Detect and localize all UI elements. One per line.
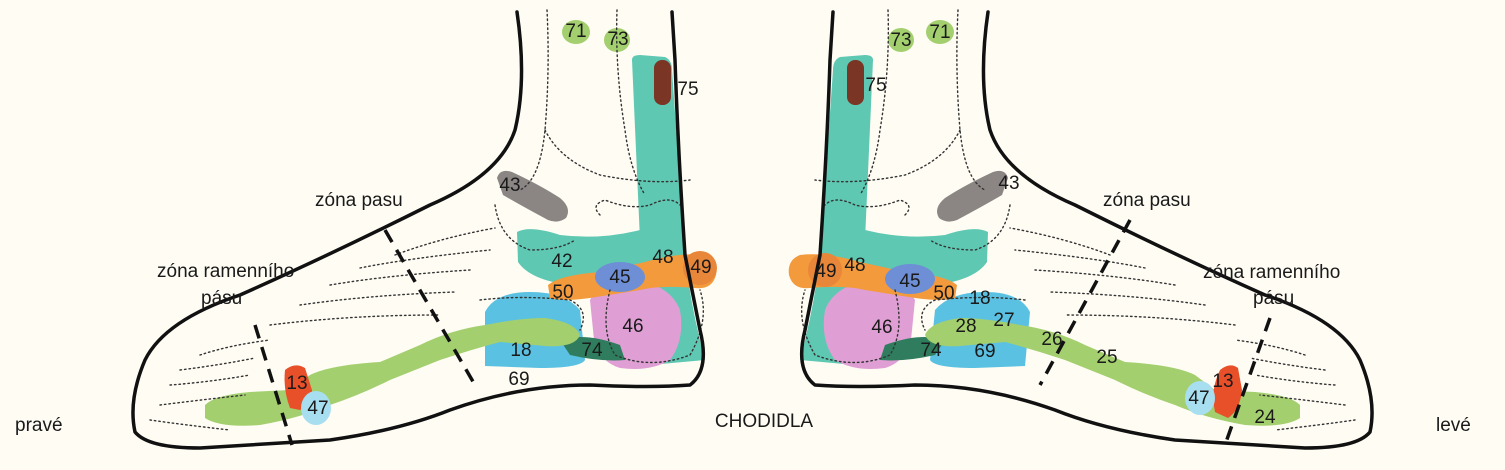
zone-label: 25	[1096, 347, 1117, 368]
zone-label: 26	[1041, 329, 1062, 350]
zone-73-green	[604, 28, 630, 52]
right-foot-side-label: pravé	[15, 415, 63, 436]
zone-label: 47	[1188, 388, 1209, 409]
left-foot-side-label: levé	[1436, 415, 1471, 436]
zone-74-dark-green	[560, 336, 625, 361]
left-foot-waist-zone-label: zóna pasu	[1103, 190, 1191, 211]
zone-75-brown	[847, 60, 864, 105]
zone-45-purple-blue	[885, 264, 935, 294]
zone-43-gray	[937, 170, 1008, 222]
zone-label: 50	[933, 283, 954, 304]
zone-label: 69	[974, 341, 995, 362]
zone-label: 74	[920, 340, 942, 361]
zone-label: 49	[815, 261, 836, 282]
zone-label: 48	[652, 247, 673, 268]
zone-49-orange	[683, 251, 717, 285]
zone-label: 13	[286, 373, 307, 394]
zone-71-green	[926, 20, 954, 44]
right-foot-waist-zone-label: zóna pasu	[315, 190, 403, 211]
zone-45-purple-blue	[595, 262, 645, 292]
right-foot: 71 73 75 43 42 48 49 45 50 46 18 74 69 1…	[131, 9, 717, 450]
right-foot-zone-labels: 71 73 75 43 42 48 49 45 50 46 18 74 69 1…	[286, 21, 711, 419]
zone-label: 75	[677, 79, 698, 100]
zone-label: 18	[510, 340, 531, 361]
zone-label: 71	[929, 22, 950, 43]
zone-73-green	[888, 28, 914, 52]
zone-label: 71	[565, 21, 586, 42]
zone-label: 13	[1212, 371, 1233, 392]
zone-label: 46	[871, 317, 892, 338]
zone-label: 45	[899, 271, 920, 292]
zone-label: 73	[607, 29, 628, 50]
diagram-title: CHODIDLA	[715, 411, 814, 432]
zone-label: 49	[690, 257, 711, 278]
zone-label: 69	[508, 369, 529, 390]
zone-label: 18	[969, 288, 990, 309]
zone-label: 46	[622, 316, 643, 337]
zone-label: 74	[581, 340, 603, 361]
zone-label: 47	[307, 398, 328, 419]
left-foot-shoulder-zone-label-line1: zóna ramenního	[1203, 262, 1340, 283]
zone-43-gray	[497, 170, 568, 222]
zone-green-chain	[925, 318, 1300, 426]
zone-47-light-blue	[1185, 381, 1215, 415]
right-foot-shoulder-line	[253, 324, 294, 446]
zone-label: 73	[890, 30, 911, 51]
right-foot-shoulder-zone-label-line1: zóna ramenního	[157, 261, 294, 282]
zone-label: 48	[844, 255, 865, 276]
right-foot-outline	[131, 10, 706, 450]
zone-47-light-blue	[301, 391, 331, 425]
right-foot-bones	[149, 9, 705, 431]
zone-label: 42	[551, 251, 572, 272]
zone-74-dark-green	[880, 336, 945, 361]
right-foot-zones	[205, 20, 717, 426]
zone-75-brown	[654, 60, 671, 105]
zone-label: 43	[499, 175, 520, 196]
zone-label: 75	[865, 75, 886, 96]
zone-label: 27	[993, 310, 1014, 331]
zone-label: 28	[955, 316, 976, 337]
zone-label: 50	[552, 282, 573, 303]
right-foot-shoulder-zone-label-line2: pásu	[201, 288, 242, 309]
left-foot-waist-line	[1038, 219, 1132, 386]
left-foot-zones	[788, 20, 1300, 426]
left-foot-bones	[800, 9, 1356, 431]
left-foot-zone-labels: 73 71 75 43 49 48 45 50 18 46 28 27 26 7…	[815, 22, 1276, 428]
right-foot-waist-line	[383, 229, 477, 386]
zone-label: 43	[998, 173, 1019, 194]
zone-13-red-orange	[1213, 365, 1242, 418]
left-foot: 73 71 75 43 49 48 45 50 18 46 28 27 26 7…	[788, 9, 1374, 450]
zone-71-green	[562, 20, 590, 44]
zone-label: 45	[609, 267, 630, 288]
zone-label: 24	[1254, 407, 1276, 428]
left-foot-shoulder-zone-label-line2: pásu	[1253, 288, 1294, 309]
left-foot-outline	[799, 10, 1374, 450]
